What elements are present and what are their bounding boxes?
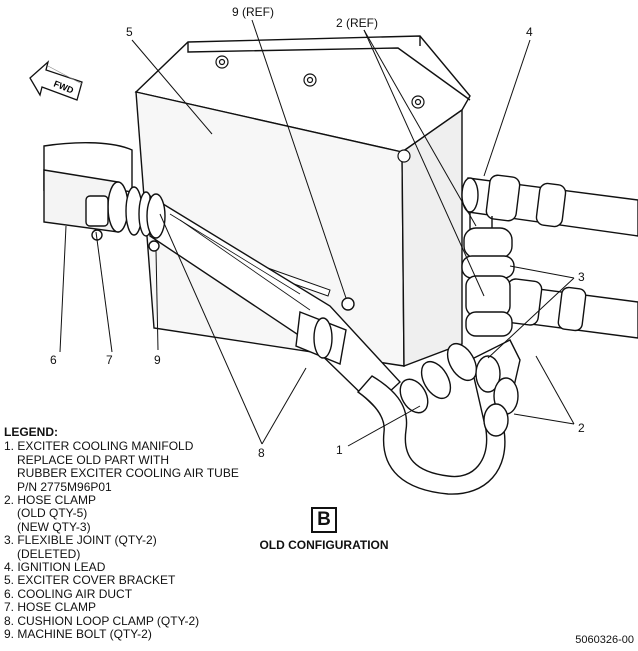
callout-1: 1 [336,443,343,457]
callout-7: 7 [106,353,113,367]
legend-item: 5. EXCITER COVER BRACKET [4,573,176,588]
callout-3: 3 [578,270,585,284]
callout-5: 5 [126,25,133,39]
flexible-joints [461,227,515,337]
configuration-caption: OLD CONFIGURATION [259,538,389,552]
callout-8: 8 [258,446,265,460]
legend-item: (OLD QTY-5) [17,506,88,521]
exciter-cooling-manifold [146,193,521,495]
legend-item: 6. COOLING AIR DUCT [4,586,133,601]
legend-item: 4. IGNITION LEAD [4,560,106,575]
legend-item: 2. HOSE CLAMP [4,493,97,508]
legend-item: 7. HOSE CLAMP [4,600,97,615]
legend-item: RUBBER EXCITER COOLING AIR TUBE [17,466,239,481]
callout-leaders [59,19,575,447]
callout-9-ref: 9 (REF) [232,5,274,19]
legend-title: LEGEND: [4,425,58,439]
callout-9: 9 [154,353,161,367]
lower-right-duct [499,278,638,339]
legend-item: REPLACE OLD PART WITH [17,452,170,467]
fwd-arrow-icon: FWD [29,60,83,101]
legend-item: 3. FLEXIBLE JOINT (QTY-2) [4,533,157,548]
bracket-bolts [215,55,425,163]
upper-right-duct [461,174,638,250]
callout-6: 6 [50,353,57,367]
configuration-letter-box: B [311,507,337,533]
legend-item: (NEW QTY-3) [17,519,91,534]
callout-2-ref: 2 (REF) [336,16,378,30]
cooling-air-duct [43,142,154,241]
legend-item: 8. CUSHION LOOP CLAMP (QTY-2) [4,613,200,628]
legend-item: P/N 2775M96P01 [17,479,112,494]
legend: LEGEND: 1. EXCITER COOLING MANIFOLD REPL… [4,425,239,642]
callout-2: 2 [578,421,585,435]
legend-item: 9. MACHINE BOLT (QTY-2) [4,627,152,642]
callout-4: 4 [526,25,533,39]
legend-item: (DELETED) [17,546,81,561]
legend-item: 1. EXCITER COOLING MANIFOLD [4,439,194,454]
document-number: 5060326-00 [575,634,634,646]
